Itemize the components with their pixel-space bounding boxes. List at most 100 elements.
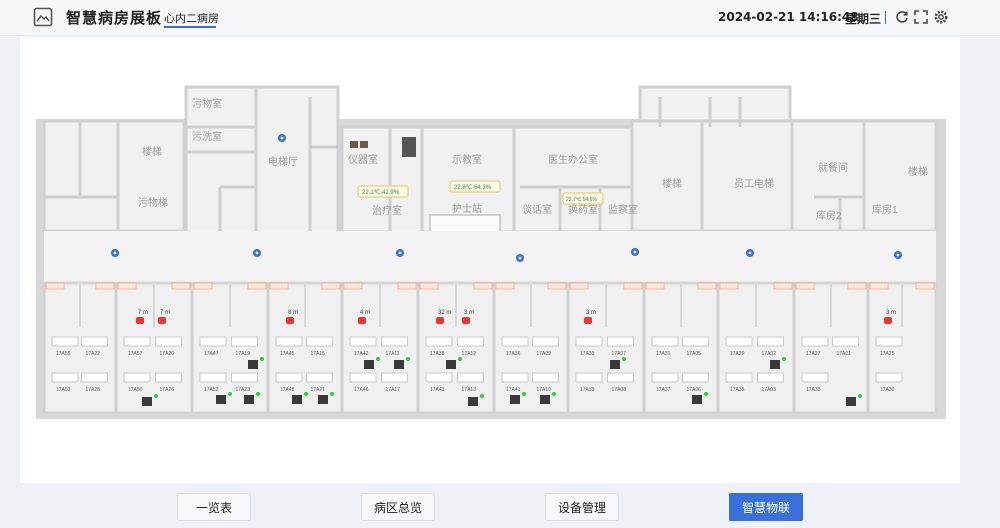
location-marker-dot [113, 251, 117, 255]
bed-slot[interactable] [155, 372, 183, 383]
bed-label: 17A15 [310, 351, 325, 357]
bed-slot[interactable] [275, 336, 303, 347]
bed-slot[interactable] [199, 336, 227, 347]
nav-overview-table[interactable]: 一览表 [177, 493, 251, 521]
alarm-icon[interactable] [358, 317, 366, 324]
bed-monitor-icon[interactable] [692, 395, 702, 404]
bed-slot[interactable] [607, 336, 635, 347]
bed-slot[interactable] [725, 372, 753, 383]
bed-monitor-icon[interactable] [610, 360, 620, 369]
online-status-dot [552, 392, 556, 396]
bed-slot[interactable] [575, 336, 603, 347]
bed-monitor-icon[interactable] [446, 360, 456, 369]
bed-slot[interactable] [349, 336, 377, 347]
alarm-icon[interactable] [158, 317, 166, 324]
bed-slot[interactable] [305, 372, 333, 383]
bed-slot[interactable] [681, 336, 709, 347]
bed-slot[interactable] [275, 372, 303, 383]
bed-label: 17A38 [430, 351, 445, 357]
alarm-icon[interactable] [136, 317, 144, 324]
bed-monitor-icon[interactable] [468, 397, 478, 406]
fullscreen-icon[interactable] [913, 9, 929, 25]
bed-slot[interactable] [607, 372, 635, 383]
room-tag [95, 282, 115, 290]
bed-label: 17A27 [806, 351, 821, 357]
nav-smart-iot[interactable]: 智慧物联 [729, 493, 803, 521]
bed-label: 17A46 [354, 387, 369, 393]
bed-slot[interactable] [501, 372, 529, 383]
online-status-dot [330, 392, 334, 396]
header-bar: 智慧病房展板 心内二病房 2024-02-21 14:16:48 星期三 [0, 0, 1000, 36]
bed-slot[interactable] [51, 372, 79, 383]
room-label: 楼梯 [142, 145, 162, 158]
bed-slot[interactable] [725, 336, 753, 347]
alarm-icon[interactable] [436, 317, 444, 324]
alarm-icon[interactable] [884, 317, 892, 324]
alarm-icon[interactable] [584, 317, 592, 324]
bed-slot[interactable] [875, 336, 903, 347]
bed-slot[interactable] [875, 372, 903, 383]
bed-slot[interactable] [231, 336, 259, 347]
bed-slot[interactable] [651, 336, 679, 347]
bed-slot[interactable] [425, 336, 453, 347]
bed-slot[interactable] [457, 372, 485, 383]
bed-slot[interactable] [757, 372, 785, 383]
bed-slot[interactable] [757, 336, 785, 347]
bed-label: 17A22 [85, 351, 100, 357]
bed-slot[interactable] [531, 372, 559, 383]
bed-monitor-icon[interactable] [248, 360, 258, 369]
bed-slot[interactable] [231, 372, 259, 383]
bed-slot[interactable] [801, 372, 829, 383]
bed-label: 17A35 [730, 387, 745, 393]
bed-monitor-icon[interactable] [318, 395, 328, 404]
alarm-icon[interactable] [462, 317, 470, 324]
bed-slot[interactable] [575, 372, 603, 383]
bed-slot[interactable] [425, 372, 453, 383]
bed-monitor-icon[interactable] [292, 395, 302, 404]
bed-monitor-icon[interactable] [142, 397, 152, 406]
bed-slot[interactable] [123, 336, 151, 347]
bed-slot[interactable] [80, 336, 108, 347]
bed-monitor-icon[interactable] [510, 395, 520, 404]
bed-label: 17A23 [236, 387, 251, 393]
bed-slot[interactable] [349, 372, 377, 383]
refresh-icon[interactable] [894, 9, 910, 25]
nav-device-management[interactable]: 设备管理 [545, 493, 619, 521]
bed-slot[interactable] [199, 372, 227, 383]
bed-slot[interactable] [651, 372, 679, 383]
bed-label: 17A29 [730, 351, 745, 357]
bed-slot[interactable] [831, 336, 859, 347]
bed-monitor-icon[interactable] [394, 360, 404, 369]
bed-monitor-icon[interactable] [770, 360, 780, 369]
bed-slot[interactable] [80, 372, 108, 383]
bed-slot[interactable] [155, 336, 183, 347]
bed-label: 17A05 [686, 351, 701, 357]
room-label: 治疗室 [372, 204, 402, 217]
bed-slot[interactable] [457, 336, 485, 347]
bed-slot[interactable] [501, 336, 529, 347]
settings-icon[interactable] [933, 9, 949, 25]
bed-monitor-icon[interactable] [244, 395, 254, 404]
ward-tab[interactable]: 心内二病房 [164, 12, 219, 25]
alarm-icon[interactable] [286, 317, 294, 324]
bed-slot[interactable] [123, 372, 151, 383]
bed-monitor-icon[interactable] [364, 360, 374, 369]
app-title: 智慧病房展板 [66, 9, 163, 27]
online-status-dot [480, 394, 484, 398]
bed-monitor-icon[interactable] [540, 395, 550, 404]
nav-ward-overview[interactable]: 病区总览 [361, 493, 435, 521]
monitors-layer [142, 357, 862, 406]
bed-monitor-icon[interactable] [846, 397, 856, 406]
bed-slot[interactable] [381, 336, 409, 347]
bed-slot[interactable] [305, 336, 333, 347]
bed-slot[interactable] [531, 336, 559, 347]
online-status-dot [256, 392, 260, 396]
room-tag [773, 282, 793, 290]
bed-slot[interactable] [381, 372, 409, 383]
bed-slot[interactable] [51, 336, 79, 347]
bed-label: 17A28 [85, 387, 100, 393]
bed-slot[interactable] [681, 372, 709, 383]
bed-slot[interactable] [801, 336, 829, 347]
bed-monitor-icon[interactable] [216, 395, 226, 404]
